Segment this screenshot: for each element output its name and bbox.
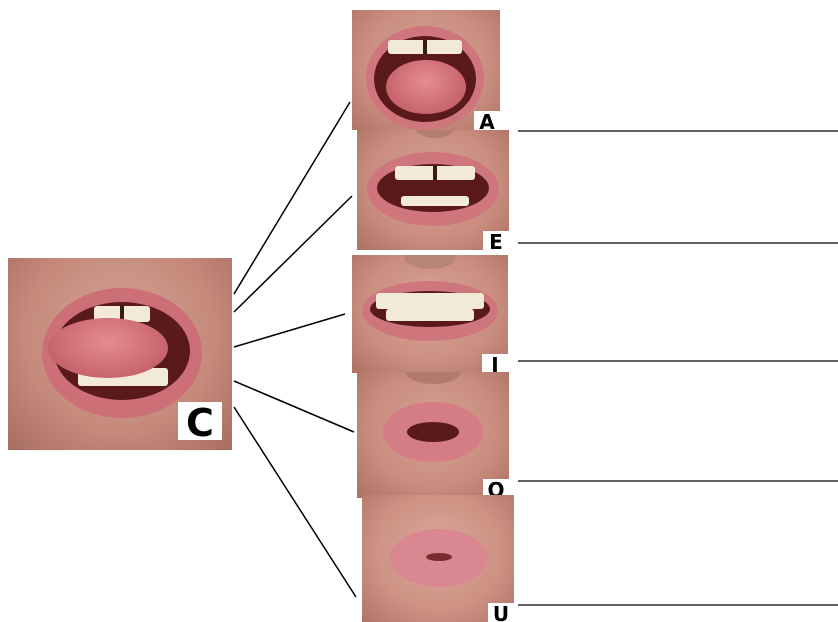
label-e: E — [483, 231, 509, 250]
label-a: A — [474, 111, 500, 130]
label-c: C — [178, 402, 222, 440]
connector-c-to-u — [234, 407, 356, 597]
mouth-photo-o: O — [357, 372, 509, 498]
connector-c-to-a — [234, 102, 350, 294]
mouth-photo-u: U — [362, 495, 514, 622]
connector-c-to-i — [234, 314, 345, 347]
label-i: I — [482, 354, 508, 373]
mouth-photo-e: E — [357, 130, 509, 250]
mouth-photo-i: I — [352, 255, 508, 373]
connector-c-to-e — [234, 196, 352, 312]
mouth-photo-a: A — [352, 10, 500, 130]
mouth-photo-c: C — [8, 258, 232, 450]
label-u: U — [488, 603, 514, 622]
connector-c-to-o — [234, 381, 354, 432]
